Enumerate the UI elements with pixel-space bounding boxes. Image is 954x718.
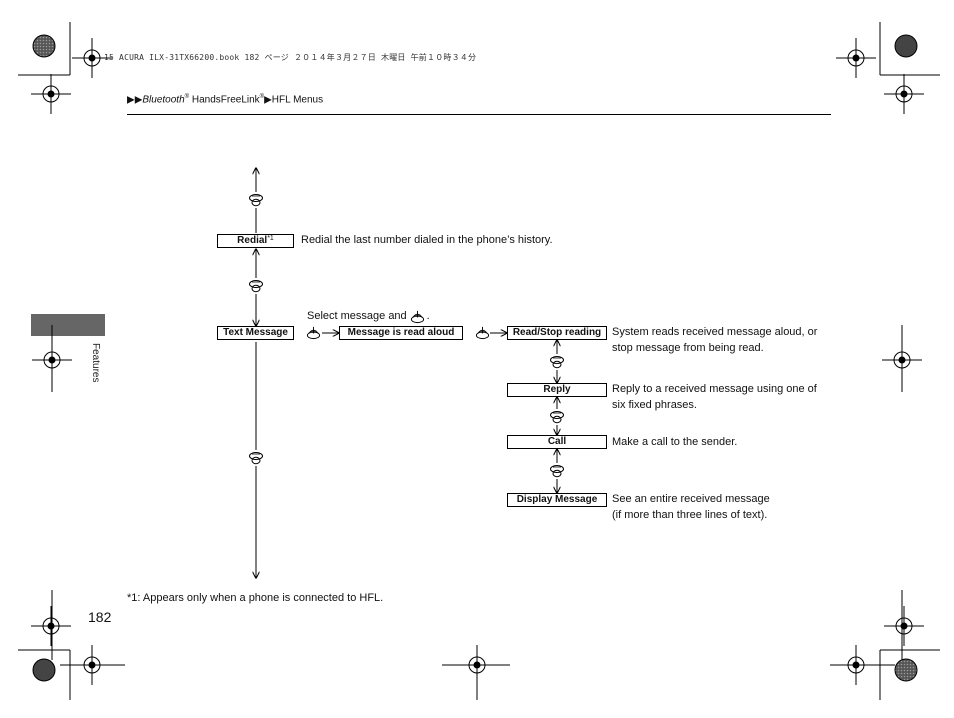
- menu-item-call: Call: [507, 435, 607, 449]
- breadcrumb-separator: ▶: [264, 94, 272, 106]
- menu-item-reply: Reply: [507, 383, 607, 397]
- menu-item-label: Redial: [237, 235, 268, 246]
- footnote-marker: *1: [267, 235, 274, 242]
- menu-item-display-message: Display Message: [507, 493, 607, 507]
- registration-target: [894, 34, 918, 58]
- breadcrumb-item-handsfreelink: HandsFreeLink: [189, 94, 260, 106]
- description-line: stop message from being read.: [612, 341, 764, 354]
- section-tab-label: Features: [90, 343, 101, 383]
- description-line: See an entire received message: [612, 493, 770, 505]
- section-tab: [31, 314, 105, 336]
- description-line: (if more than three lines of text).: [612, 508, 768, 521]
- breadcrumb-arrows: ▶▶: [127, 94, 143, 106]
- footnote: *1: Appears only when a phone is connect…: [127, 592, 384, 604]
- redial-description: Redial the last number dialed in the pho…: [301, 234, 553, 246]
- menu-item-message-read-aloud: Message is read aloud: [339, 326, 463, 340]
- registration-target: [32, 658, 56, 682]
- description-line: six fixed phrases.: [612, 398, 697, 411]
- menu-item-redial: Redial*1: [217, 234, 294, 248]
- reply-description: Reply to a received message using one of…: [612, 382, 817, 413]
- call-description: Make a call to the sender.: [612, 436, 738, 448]
- menu-item-text-message: Text Message: [217, 326, 294, 340]
- breadcrumb-item-hfl-menus: HFL Menus: [271, 94, 324, 106]
- print-info: 15 ACURA ILX-31TX66200.book 182 ページ ２０１４…: [104, 53, 477, 62]
- registered-mark: ®: [184, 94, 190, 100]
- press-knob-icon: [306, 326, 321, 340]
- display-message-description: See an entire received message (if more …: [612, 492, 770, 523]
- select-message-hint: Select message and.: [307, 309, 430, 325]
- breadcrumb-item-bluetooth: Bluetooth: [142, 94, 185, 106]
- read-stop-description: System reads received message aloud, or …: [612, 325, 817, 356]
- registered-mark: ®: [259, 94, 265, 100]
- crop-marks: [18, 22, 940, 700]
- page-number: 182: [88, 609, 112, 625]
- hint-text: Select message and: [307, 310, 407, 322]
- menu-item-read-stop-reading: Read/Stop reading: [507, 326, 607, 340]
- description-line: System reads received message aloud, or: [612, 326, 818, 338]
- registration-target: [32, 34, 56, 58]
- registration-target: [894, 658, 918, 682]
- press-knob-icon: [475, 326, 490, 340]
- description-line: Reply to a received message using one of: [612, 383, 817, 395]
- header-rule: [127, 114, 831, 115]
- hint-text-end: .: [426, 310, 430, 322]
- breadcrumb: ▶▶Bluetooth® HandsFreeLink®▶HFL Menus: [127, 94, 323, 105]
